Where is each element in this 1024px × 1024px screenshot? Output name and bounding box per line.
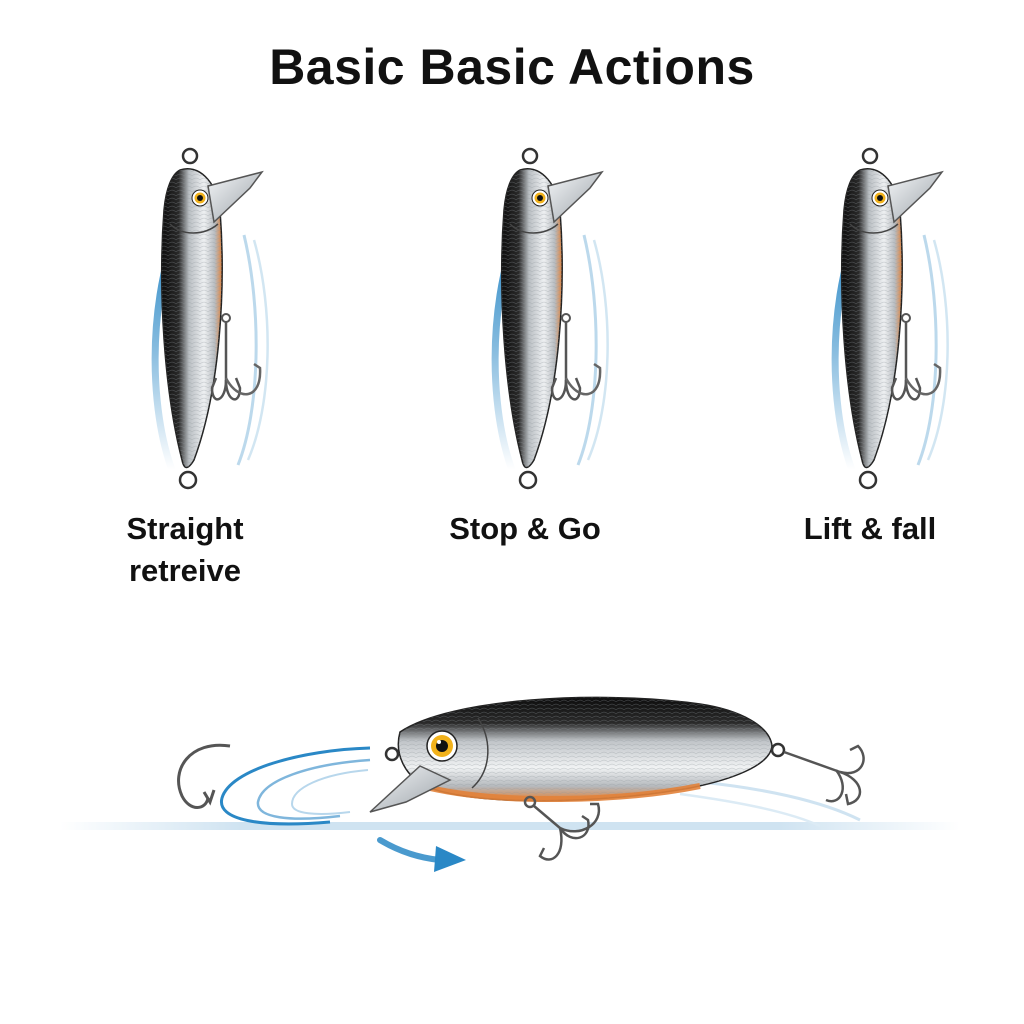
action-label-line1: Straight [126, 511, 244, 546]
action-panel-straight-retrieve [80, 140, 380, 500]
diagram-title: Basic Basic Actions [269, 39, 755, 95]
horizontal-lure-scene [60, 696, 960, 872]
action-panel-lift-and-fall [760, 140, 1024, 500]
action-label-line1: Stop & Go [449, 511, 601, 546]
action-label-straight-retrieve: Straight retreive [60, 508, 310, 592]
horizontal-lure [369, 696, 865, 861]
action-label-line1: Lift & fall [803, 511, 937, 546]
vertical-lure-illustration [760, 140, 1020, 500]
motion-arrow-icon [377, 837, 466, 872]
action-panel-stop-and-go [420, 140, 720, 500]
action-label-stop-and-go: Stop & Go [400, 508, 650, 550]
action-label-lift-and-fall: Lift & fall [745, 508, 995, 550]
vertical-lure-illustration [80, 140, 380, 500]
loose-hook-left [177, 743, 231, 809]
action-label-line2: retreive [128, 553, 242, 588]
wake-swirl-lines [220, 746, 861, 828]
vertical-lure-illustration [420, 140, 720, 500]
water-line [60, 822, 960, 830]
